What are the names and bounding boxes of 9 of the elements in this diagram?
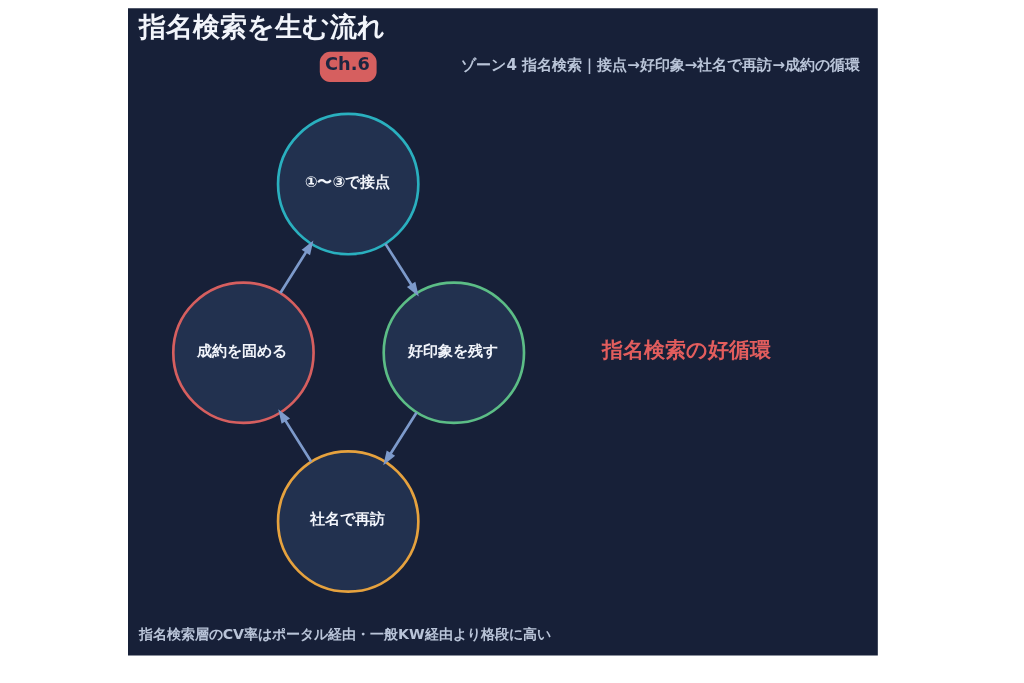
diagram-title: 指名検索を生む流れ	[138, 10, 385, 42]
label: 指名検索層のCV率はポータル経由・一般KW経由より格段に高い	[138, 625, 551, 642]
label: ゾーン4 指名検索｜接点→好印象→社名で再訪→成約の循環	[460, 55, 860, 74]
arrow	[382, 411, 418, 466]
arrow	[278, 240, 313, 294]
label: Ch.6	[324, 54, 370, 75]
label: 指名検索の好循環	[601, 337, 771, 363]
arrow	[383, 243, 419, 297]
arrow	[277, 409, 312, 463]
